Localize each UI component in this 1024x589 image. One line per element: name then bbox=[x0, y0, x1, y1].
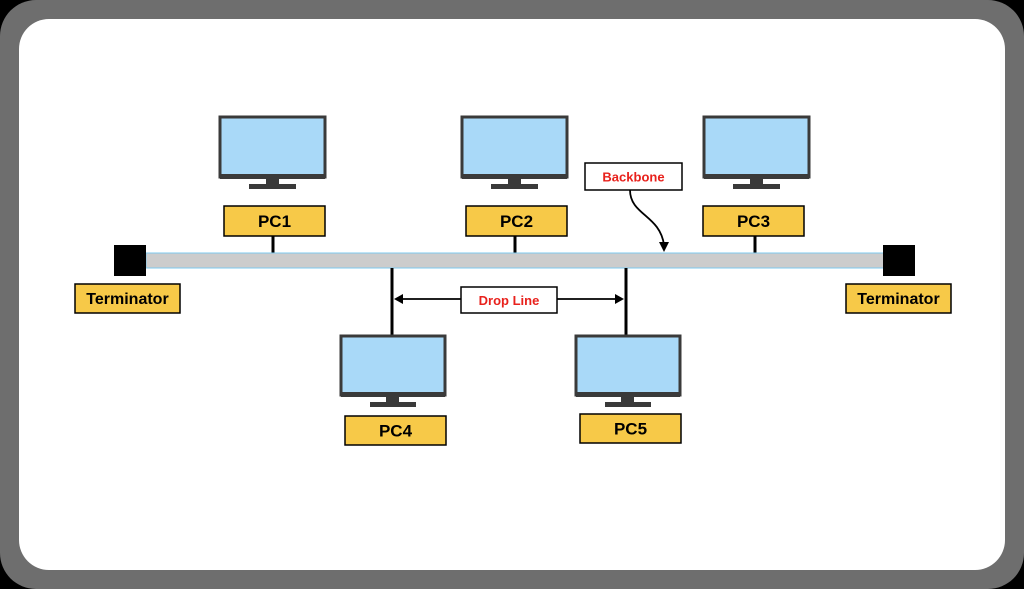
backbone-callout-text: Backbone bbox=[602, 170, 664, 185]
monitor-pc3-icon bbox=[702, 115, 811, 189]
monitor-pc4-icon bbox=[339, 334, 447, 407]
drop-line-arrowhead-right-icon bbox=[615, 294, 624, 304]
pc4-label: PC4 bbox=[379, 422, 413, 441]
pc2-label-box: PC2 bbox=[465, 205, 568, 237]
drop-line-arrowhead-left-icon bbox=[394, 294, 403, 304]
terminator-left-block bbox=[114, 245, 146, 276]
drop-line-callout: Drop Line bbox=[394, 286, 624, 314]
terminator-left-label-box: Terminator bbox=[74, 283, 181, 314]
pc3-label-box: PC3 bbox=[702, 205, 805, 237]
monitor-pc1-icon bbox=[218, 115, 327, 189]
backbone-arrowhead-icon bbox=[659, 242, 669, 252]
terminator-right-block bbox=[883, 245, 915, 276]
pc4-label-box: PC4 bbox=[344, 415, 447, 446]
monitor-pc2-icon bbox=[460, 115, 569, 189]
backbone-callout: Backbone bbox=[584, 162, 683, 252]
backbone-cable bbox=[145, 252, 885, 269]
pc1-label: PC1 bbox=[258, 212, 291, 231]
pc3-label: PC3 bbox=[737, 212, 770, 231]
terminator-right-label: Terminator bbox=[857, 291, 939, 308]
pc5-label: PC5 bbox=[614, 420, 647, 439]
pc2-label: PC2 bbox=[500, 212, 533, 231]
pc5-label-box: PC5 bbox=[579, 413, 682, 444]
terminator-left-label: Terminator bbox=[86, 291, 168, 308]
backbone-pointer-arrow bbox=[629, 189, 665, 246]
terminator-right-label-box: Terminator bbox=[845, 283, 952, 314]
pc1-label-box: PC1 bbox=[223, 205, 326, 237]
monitor-pc5-icon bbox=[574, 334, 682, 407]
drop-line-callout-text: Drop Line bbox=[479, 293, 540, 308]
